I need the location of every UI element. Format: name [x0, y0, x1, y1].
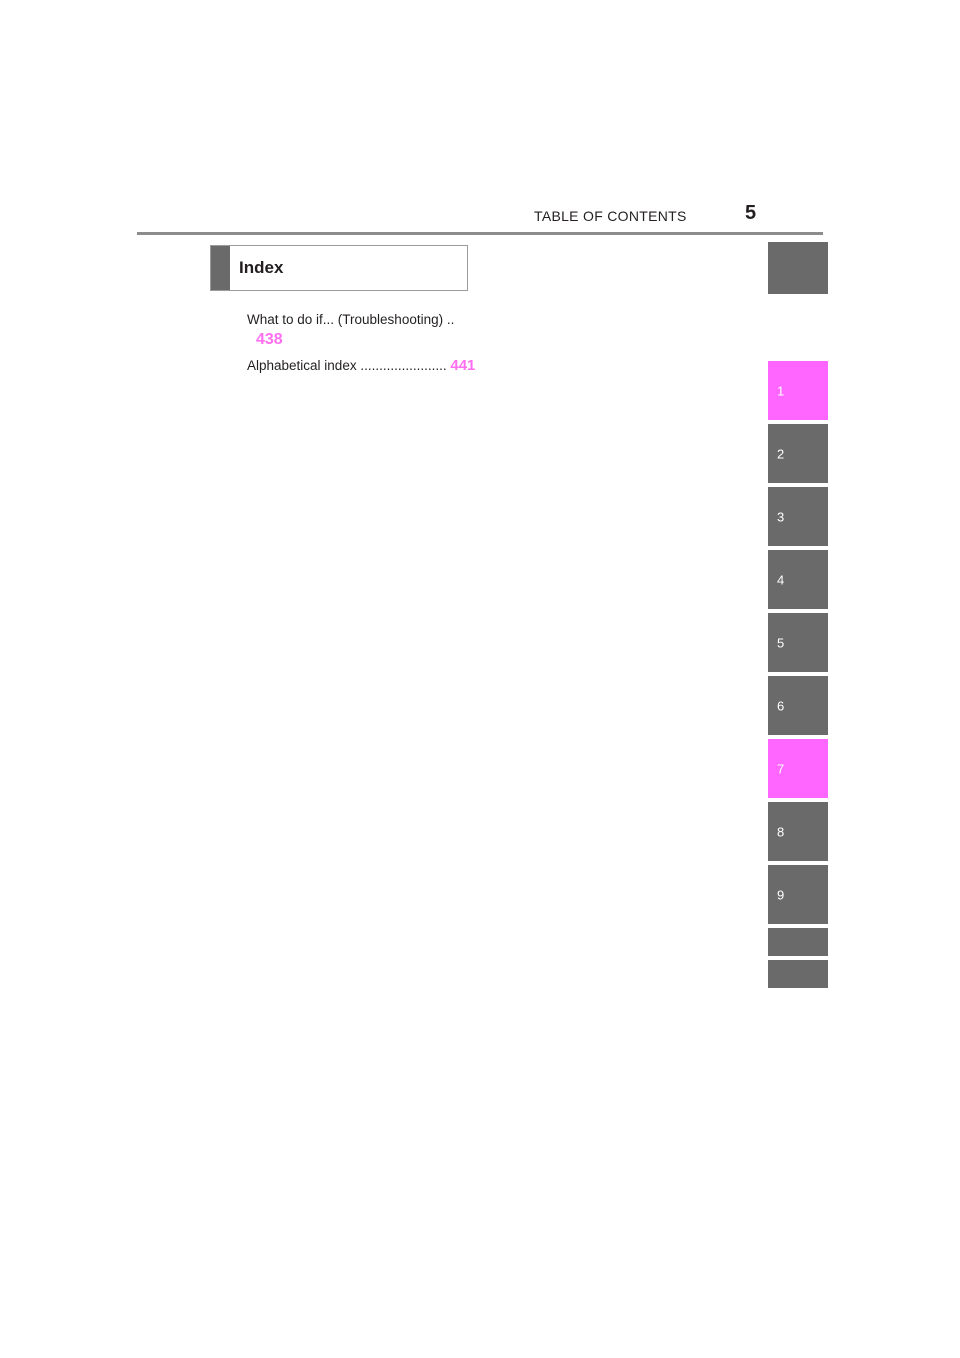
chapter-tab-label: 3	[777, 509, 785, 524]
chapter-tab-blank[interactable]	[768, 242, 828, 294]
header-title: TABLE OF CONTENTS	[534, 208, 687, 224]
chapter-tab-blank-lower[interactable]	[768, 928, 828, 956]
section-heading-bar	[211, 246, 230, 290]
chapter-tab-3[interactable]: 3	[768, 487, 828, 546]
chapter-tab-6[interactable]: 6	[768, 676, 828, 735]
chapter-tab-label: 2	[777, 446, 785, 461]
chapter-tab-label: 9	[777, 887, 785, 902]
toc-entry-page-link[interactable]: 438	[256, 331, 283, 349]
page-number: 5	[745, 202, 757, 224]
section-heading-box: Index	[210, 245, 468, 291]
chapter-tab-label: 8	[777, 824, 785, 839]
chapter-tab-label: 1	[777, 383, 785, 398]
toc-entry-label: What to do if... (Troubleshooting) ..	[247, 312, 455, 327]
toc-entry-troubleshooting[interactable]: What to do if... (Troubleshooting) ..	[247, 312, 454, 327]
chapter-tab-2[interactable]: 2	[768, 424, 828, 483]
toc-entry-page[interactable]: 441	[450, 357, 476, 374]
chapter-tab-label: 7	[777, 761, 785, 776]
chapter-tab-9[interactable]: 9	[768, 865, 828, 924]
chapter-tab-label: 6	[777, 698, 785, 713]
chapter-tab-blank-bottom[interactable]	[768, 960, 828, 988]
chapter-tab-4[interactable]: 4	[768, 550, 828, 609]
chapter-tab-1[interactable]: 1	[768, 361, 828, 420]
toc-entry-label: Alphabetical index .....................…	[247, 358, 447, 373]
section-title: Index	[239, 258, 284, 277]
toc-entry-page[interactable]: 438	[256, 331, 283, 348]
chapter-tab-8[interactable]: 8	[768, 802, 828, 861]
toc-entry-alphabetical-index[interactable]: Alphabetical index .....................…	[247, 357, 475, 374]
chapter-tab-label: 4	[777, 572, 785, 587]
header-divider	[137, 232, 823, 235]
chapter-tab-label: 5	[777, 635, 785, 650]
chapter-tab-7[interactable]: 7	[768, 739, 828, 798]
chapter-tab-5[interactable]: 5	[768, 613, 828, 672]
